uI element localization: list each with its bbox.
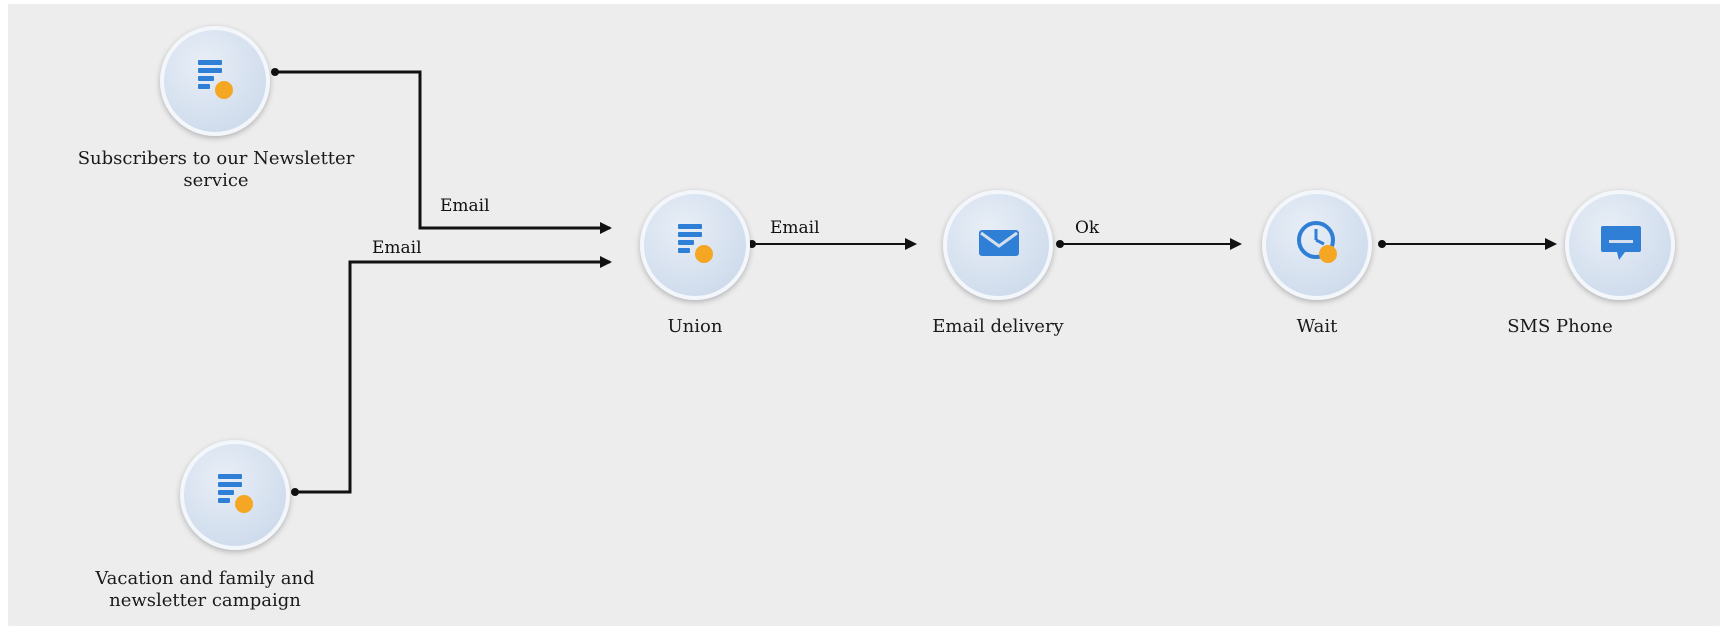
link-query-top-to-union[interactable] <box>275 70 612 234</box>
wait-label: Wait <box>1296 316 1338 337</box>
output-port[interactable] <box>291 488 299 496</box>
email-delivery-label: Email delivery <box>932 316 1064 337</box>
query-icon <box>218 474 253 513</box>
clock-icon <box>1297 221 1337 263</box>
sms-icon <box>1601 226 1641 260</box>
wait-activity[interactable] <box>1262 190 1372 300</box>
workflow-canvas <box>8 4 1720 626</box>
union-icon <box>678 224 713 263</box>
output-port[interactable] <box>1056 240 1064 248</box>
email-delivery-activity[interactable] <box>943 190 1053 300</box>
query-activity-top[interactable] <box>160 26 270 136</box>
sms-label: SMS Phone <box>1507 316 1613 337</box>
output-port[interactable] <box>748 240 756 248</box>
query-top-label: Subscribers to our Newsletter service <box>77 148 355 191</box>
query-icon <box>198 60 233 99</box>
union-activity[interactable] <box>640 190 750 300</box>
output-port[interactable] <box>271 68 279 76</box>
edge-label-email-wait: Ok <box>1075 218 1100 238</box>
union-label: Union <box>667 316 723 337</box>
output-port[interactable] <box>1378 240 1386 248</box>
link-query-bottom-to-union[interactable] <box>295 256 612 494</box>
edge-label-top: Email <box>440 196 490 216</box>
email-icon <box>979 230 1019 256</box>
query-activity-bottom[interactable] <box>180 440 290 550</box>
sms-activity[interactable] <box>1565 190 1675 300</box>
edge-label-union-email: Email <box>770 218 820 238</box>
edge-label-bottom: Email <box>372 238 422 258</box>
query-bottom-label: Vacation and family and newsletter campa… <box>95 568 315 611</box>
